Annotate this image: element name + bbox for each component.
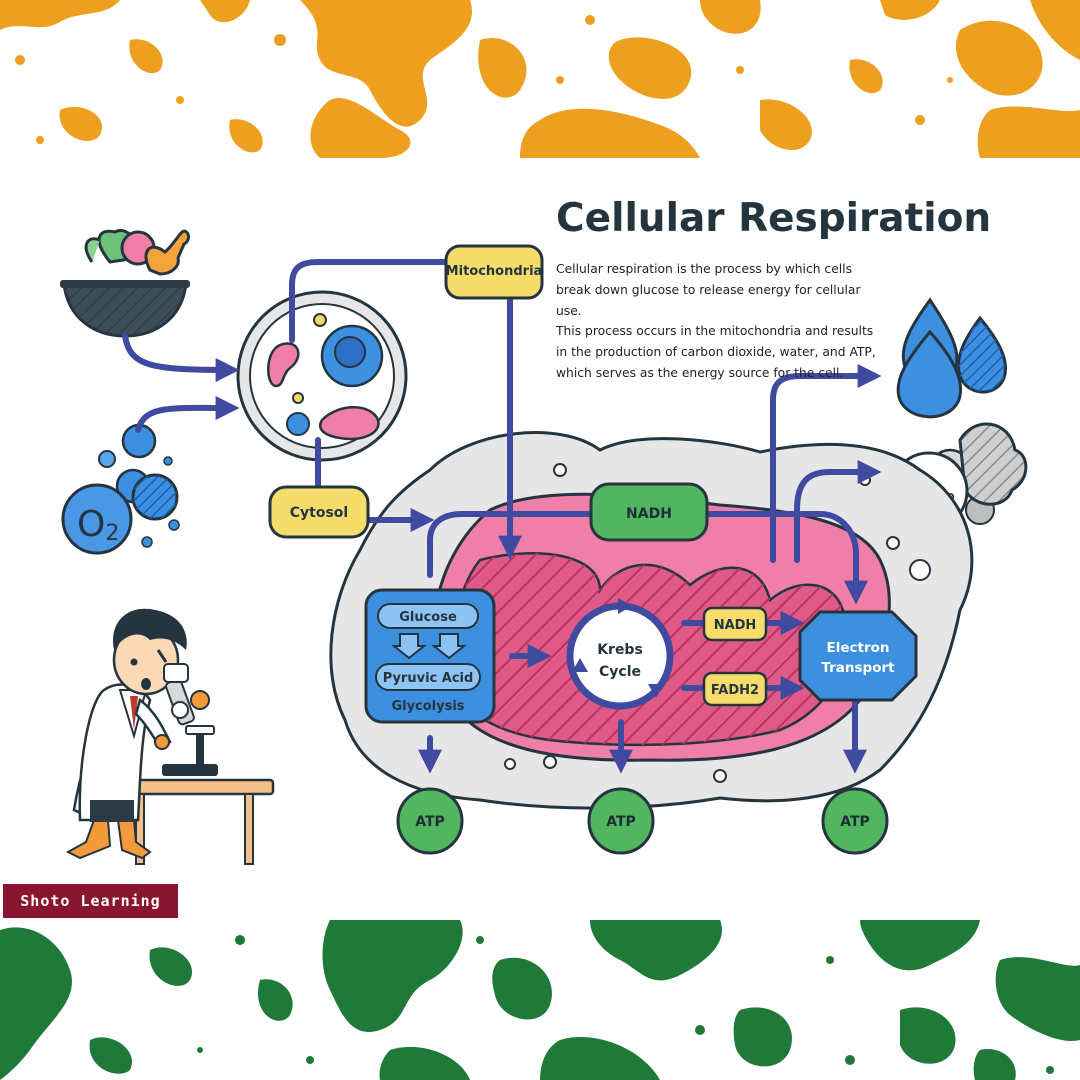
krebs-label-line2: Cycle [599, 664, 641, 680]
glycolysis-label: Glycolysis [391, 699, 464, 714]
description-paragraph-2: This process occurs in the mitochondria … [556, 324, 876, 380]
fadh2-tag: FADH2 [702, 671, 768, 707]
cytosol-tag: Cytosol [268, 485, 370, 539]
cell-illustration [236, 290, 408, 462]
atp-mid-label: ATP [606, 814, 636, 830]
green-splatter-band [0, 920, 1080, 1080]
oxygen-molecule-icon: O2 [61, 423, 180, 555]
o2-label: O2 [77, 504, 119, 546]
glycolysis-box: Glucose Pyruvic Acid Glycolysis [364, 588, 496, 724]
cytosol-label: Cytosol [290, 505, 348, 521]
electron-transport-line2: Transport [821, 660, 895, 676]
atp-left-label: ATP [415, 814, 445, 830]
mitochondria-label: Mitochondria [446, 264, 543, 279]
food-bowl-icon [60, 229, 190, 338]
description-paragraph-1: Cellular respiration is the process by w… [556, 262, 861, 318]
mitochondria-tag: Mitochondria [444, 244, 544, 300]
atp-right-label: ATP [840, 814, 870, 830]
connector-arrows [122, 259, 882, 774]
water-droplets-icon [896, 297, 1007, 419]
electron-transport-line1: Electron [826, 640, 889, 656]
pyruvic-acid-label: Pyruvic Acid [383, 671, 474, 686]
scientist-illustration [65, 608, 275, 865]
nadh-mid-tag: NADH [702, 606, 768, 642]
atp-mid-node: ATP [587, 787, 655, 855]
orange-splatter-band [0, 0, 1080, 158]
brand-badge: Shoto Learning [3, 884, 178, 918]
atp-right-node: ATP [821, 787, 889, 855]
nadh-top-tag: NADH [589, 482, 709, 542]
electron-transport-node: Electron Transport [798, 610, 918, 702]
glucose-label: Glucose [399, 610, 457, 625]
nadh-top-label: NADH [626, 506, 672, 522]
description-text: Cellular respiration is the process by w… [556, 259, 886, 384]
nadh-mid-label: NADH [714, 618, 757, 633]
page-title: Cellular Respiration [556, 196, 992, 241]
atp-left-node: ATP [396, 787, 464, 855]
krebs-label-line1: Krebs [597, 642, 643, 658]
fadh2-label: FADH2 [711, 683, 759, 698]
krebs-cycle-node: Krebs Cycle [566, 598, 674, 710]
